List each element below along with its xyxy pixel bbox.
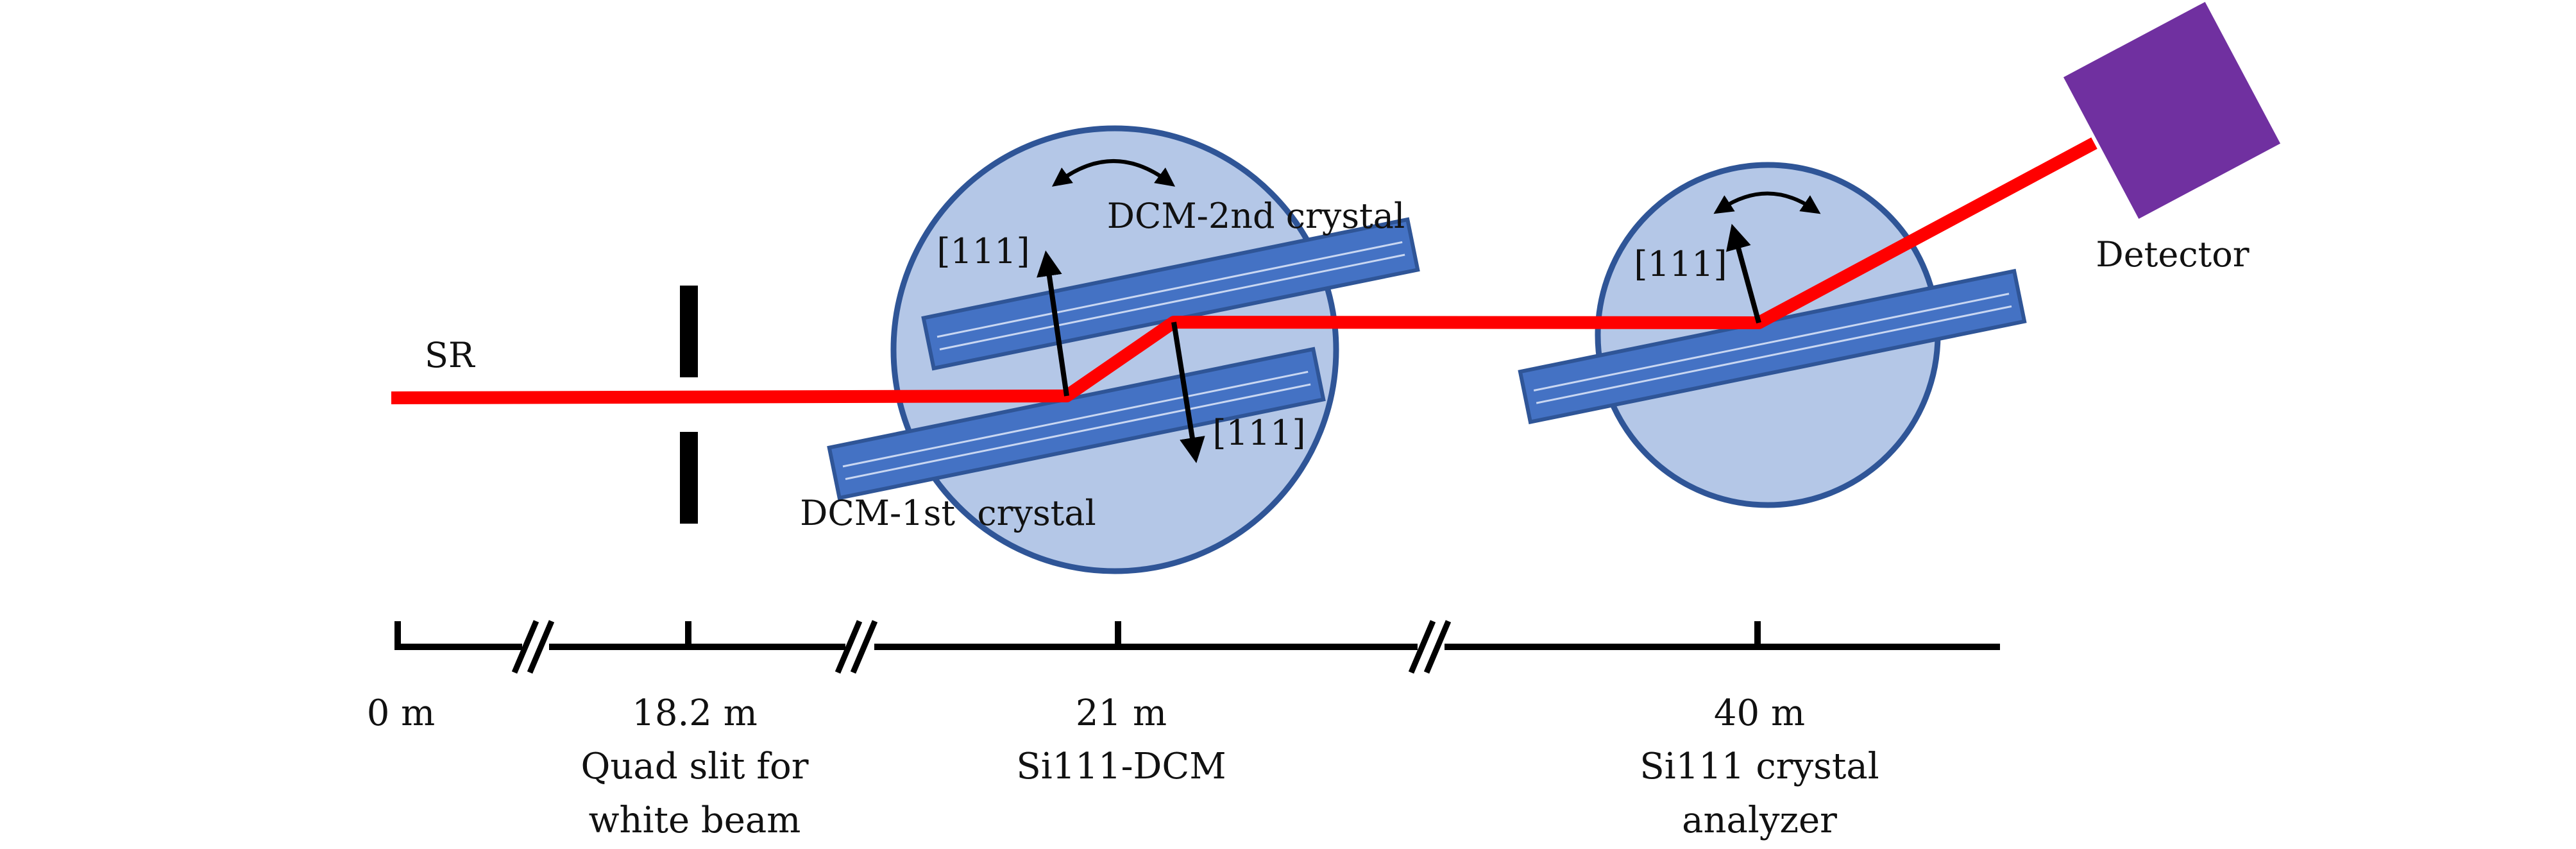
axis-distance-2: 21 m [1076, 692, 1167, 734]
detector-box [2063, 1, 2281, 219]
axis-break-3 [1408, 620, 1452, 674]
analyzer-crystal [1518, 268, 2027, 425]
quad-slit-upper-blade [680, 286, 698, 377]
dcm-second-crystal-orientation-arrow [1037, 250, 1069, 397]
dcm-first-crystal-orientation-arrow [1171, 322, 1205, 463]
axis-break-1 [511, 620, 555, 674]
detector-label: Detector [2096, 234, 2249, 275]
axis-caption-3-line-2: analyzer [1682, 800, 1837, 841]
axis-distance-0: 0 m [367, 692, 436, 734]
dcm-rotation-arrow [1051, 159, 1176, 187]
dcm-second-crystal-label: DCM-2nd crystal [1107, 196, 1405, 236]
analyzer-crystal-miller-label: [111] [1634, 244, 1727, 284]
axis-caption-1-line-1: Quad slit for [580, 746, 808, 787]
axis-caption-2-line-1: Si111-DCM [1016, 746, 1226, 787]
dcm-first-crystal-label: DCM-1st crystal [800, 493, 1096, 533]
axis-caption-1-line-2: white beam [589, 800, 801, 841]
analyzer-rotation-arrow [1713, 191, 1821, 214]
axis-segment-1 [394, 621, 522, 650]
quad-slit-lower-blade [680, 432, 698, 524]
analyzer-crystal-orientation-arrow [1725, 223, 1761, 324]
axis-caption-3-line-1: Si111 crystal [1640, 746, 1879, 787]
dcm-second-crystal-miller-label: [111] [936, 231, 1030, 271]
source-label: SR [425, 335, 475, 375]
axis-distance-3: 40 m [1714, 692, 1805, 734]
axis-distance-1: 18.2 m [632, 692, 758, 734]
dcm-first-crystal-miller-label: [111] [1212, 413, 1305, 453]
axis-break-2 [835, 620, 878, 674]
